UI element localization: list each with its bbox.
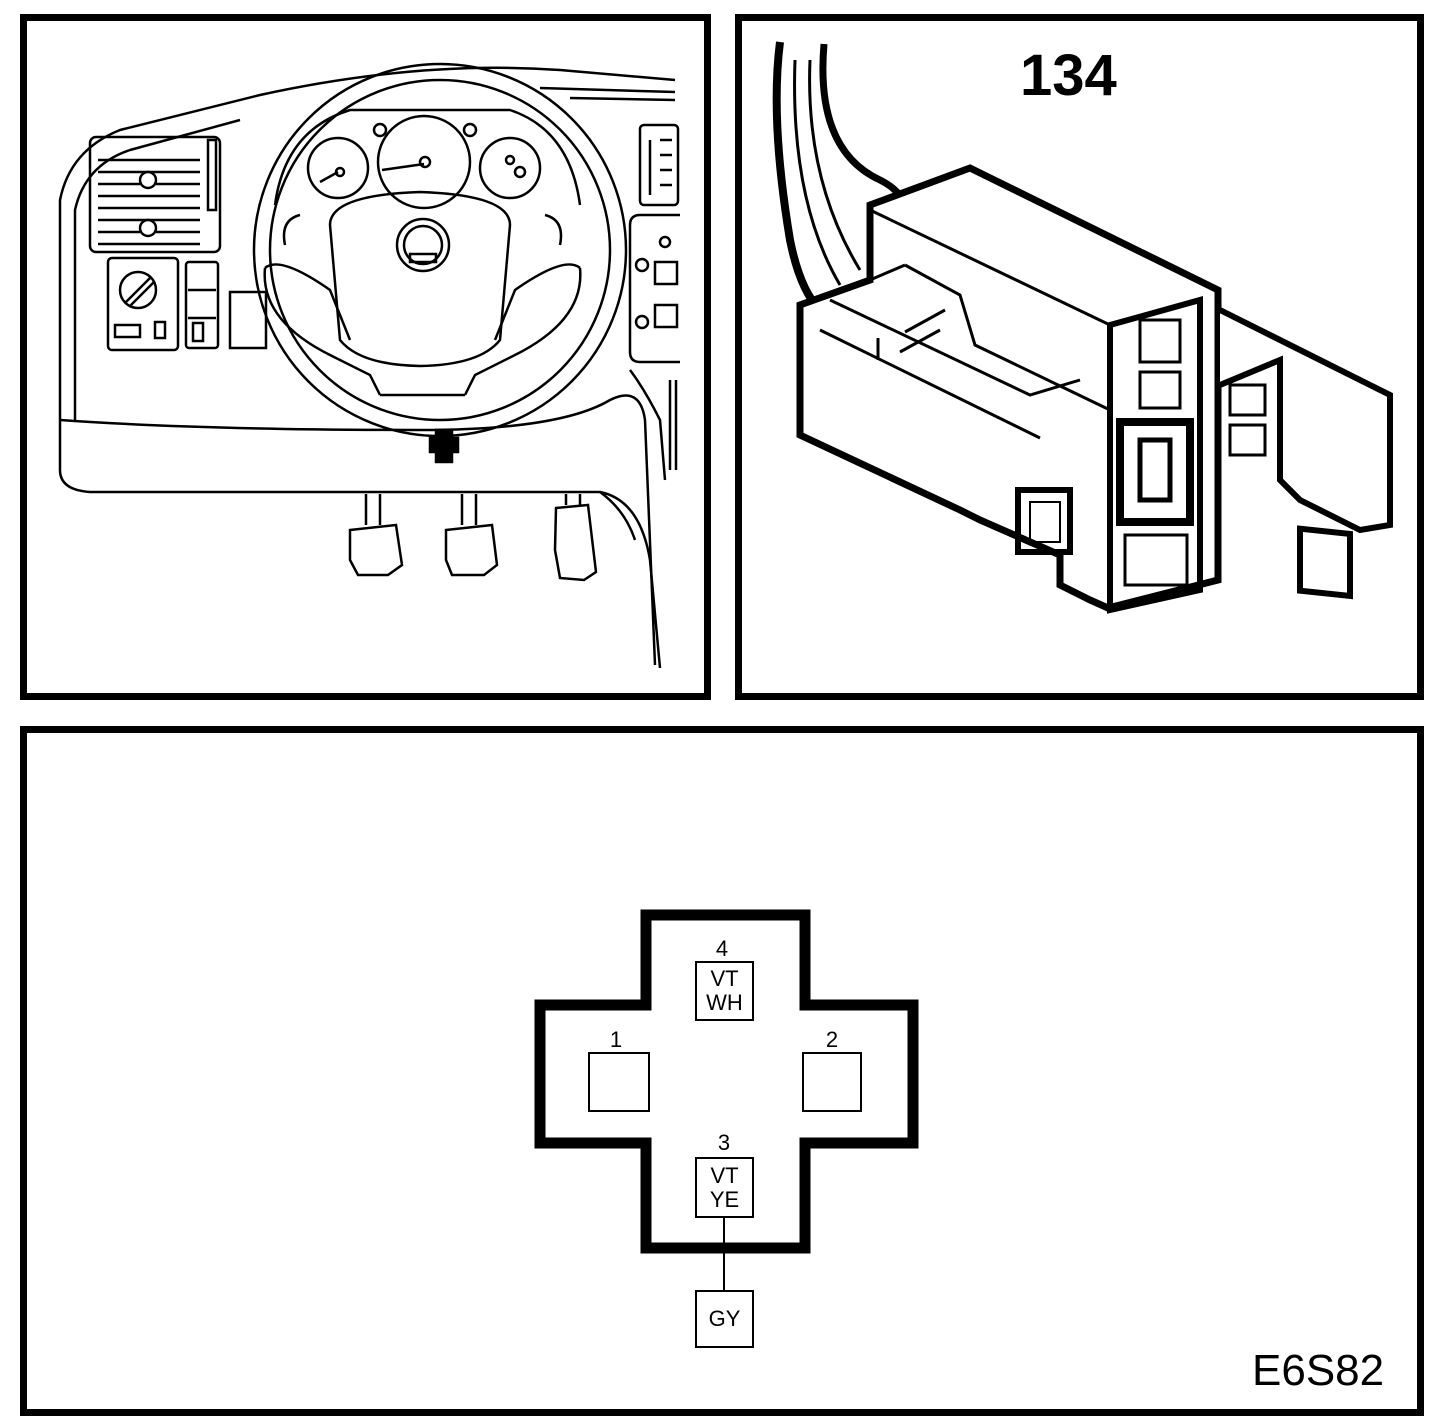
pin-1-number: 1 (609, 1027, 623, 1052)
connector-number: 134 (1020, 43, 1117, 108)
figure-code: E6S82 (1252, 1346, 1385, 1395)
pin-4-number: 4 (715, 936, 729, 961)
pin-2-cavity (802, 1052, 862, 1112)
pin-2-number: 2 (825, 1027, 839, 1052)
pin-4-color-1: VT (710, 966, 739, 991)
pin-4-color-2: WH (706, 990, 743, 1015)
pin-3-wire-color: VT YE (695, 1157, 754, 1218)
pin-3-color-1: VT (710, 1162, 739, 1188)
splice-wire-color: GY (695, 1290, 754, 1348)
pin-3-color-2: YE (709, 1186, 740, 1212)
pin-3-number: 3 (717, 1130, 731, 1155)
pin-1-cavity (588, 1052, 650, 1112)
pin-4-wire-color: VT WH (695, 961, 754, 1021)
